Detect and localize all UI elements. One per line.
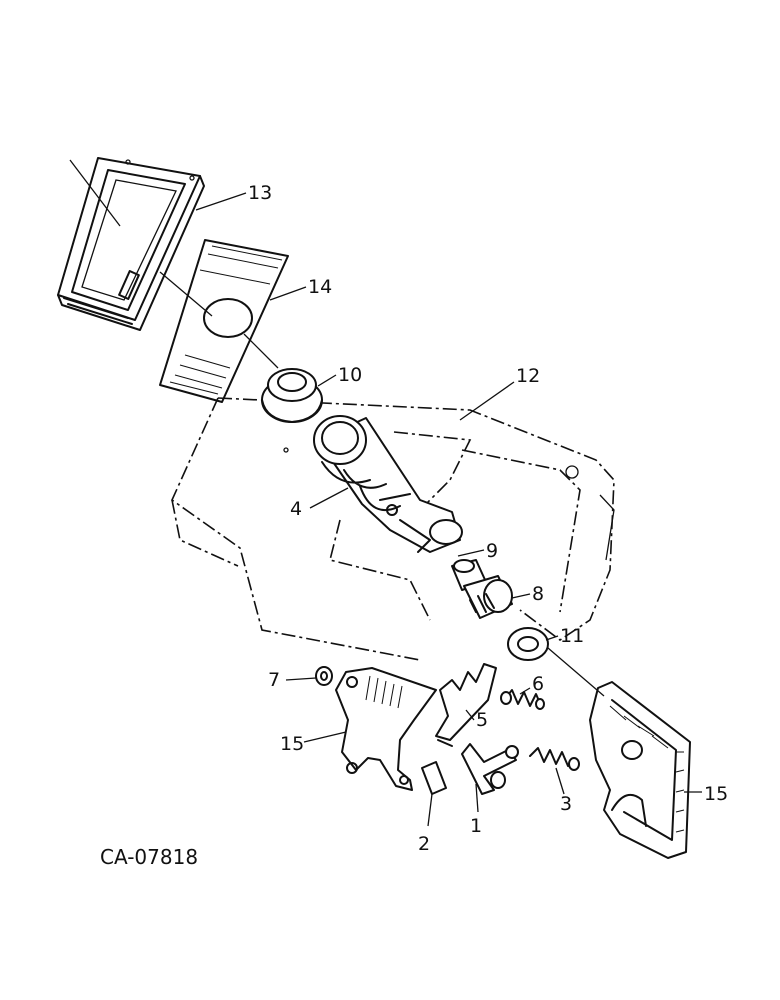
callout-2: 2 — [418, 833, 430, 855]
callout-5: 5 — [476, 709, 488, 731]
part-5-detent-plate — [435, 663, 497, 747]
callout-6: 6 — [532, 673, 544, 695]
part-11-washer — [507, 627, 549, 661]
part-15-bracket-left — [335, 667, 437, 791]
callout-1: 1 — [470, 815, 482, 837]
callout-8: 8 — [532, 583, 544, 605]
callout-15-left: 15 — [280, 733, 304, 755]
callout-labels: 13 14 10 12 4 9 8 11 7 6 5 15 3 15 2 1 — [248, 182, 728, 855]
part-15-side-plate-right — [589, 681, 691, 859]
callout-7: 7 — [268, 669, 280, 691]
callout-13: 13 — [248, 182, 272, 204]
part-7-nut — [315, 666, 333, 686]
part-12-console-housing — [170, 397, 615, 661]
part-8-shaft — [463, 575, 513, 619]
callout-3: 3 — [560, 793, 572, 815]
callout-14: 14 — [308, 276, 332, 298]
callout-4: 4 — [290, 498, 302, 520]
part-3-spring — [529, 747, 580, 771]
leader-lines — [195, 192, 702, 827]
drawing-code: CA-07818 — [100, 845, 198, 869]
part-13-frame — [57, 157, 205, 331]
part-10-boot — [261, 368, 323, 423]
part-14-gasket — [159, 239, 289, 403]
callout-9: 9 — [486, 540, 498, 562]
callout-11: 11 — [560, 625, 584, 647]
callout-10: 10 — [338, 364, 362, 386]
part-4-lever-body — [313, 415, 463, 553]
callout-15-right: 15 — [704, 783, 728, 805]
callout-12: 12 — [516, 365, 540, 387]
part-2-clip — [421, 761, 447, 795]
part-1-lever — [461, 743, 519, 795]
